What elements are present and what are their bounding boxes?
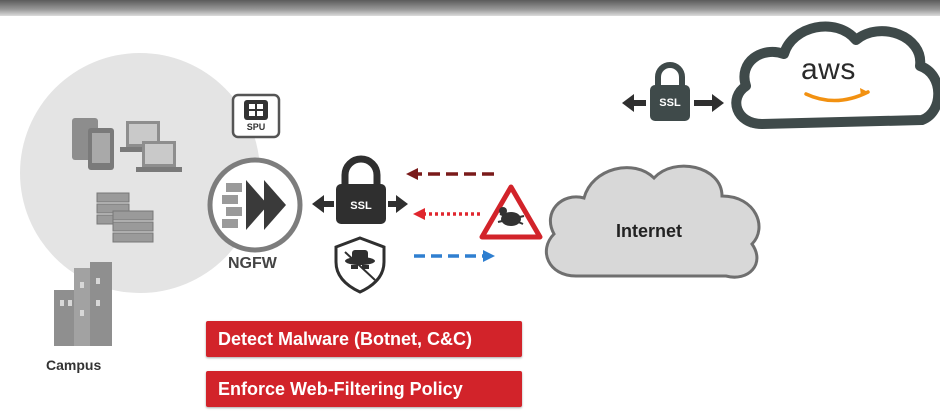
cloud-icon-aws xyxy=(731,21,940,129)
top-bar xyxy=(0,0,940,16)
firewall-icon xyxy=(207,157,303,253)
cloud-icon-internet xyxy=(544,164,761,279)
spu-chip-icon xyxy=(231,93,281,139)
spu-label: SPU xyxy=(246,122,266,132)
inbound-dark-arrow xyxy=(406,168,494,180)
aws-logo-text: aws xyxy=(801,53,856,86)
detect-malware-banner: Detect Malware (Botnet, C&C) xyxy=(206,321,522,357)
malware-warning-icon xyxy=(479,184,543,240)
campus-zone xyxy=(20,53,260,293)
web-filtering-banner: Enforce Web-Filtering Policy xyxy=(206,371,522,407)
campus-label: Campus xyxy=(46,357,102,373)
tablet-icon xyxy=(72,118,114,170)
ssl-label-left: SSL xyxy=(350,200,372,212)
server-icon xyxy=(96,192,154,243)
building-icon xyxy=(54,262,112,346)
ngfw-label: NGFW xyxy=(228,255,277,272)
ssl-double-arrow-right xyxy=(622,94,724,112)
padlock-icon-aws xyxy=(650,62,690,121)
shield-spy-icon xyxy=(334,236,386,294)
laptop-icon xyxy=(120,121,182,172)
ssl-label-right: SSL xyxy=(659,97,681,109)
padlock-icon xyxy=(336,155,386,224)
ssl-double-arrow-left xyxy=(312,195,408,213)
internet-label: Internet xyxy=(616,221,683,241)
malware-red-arrow xyxy=(413,208,480,220)
outbound-blue-arrow xyxy=(414,250,495,262)
